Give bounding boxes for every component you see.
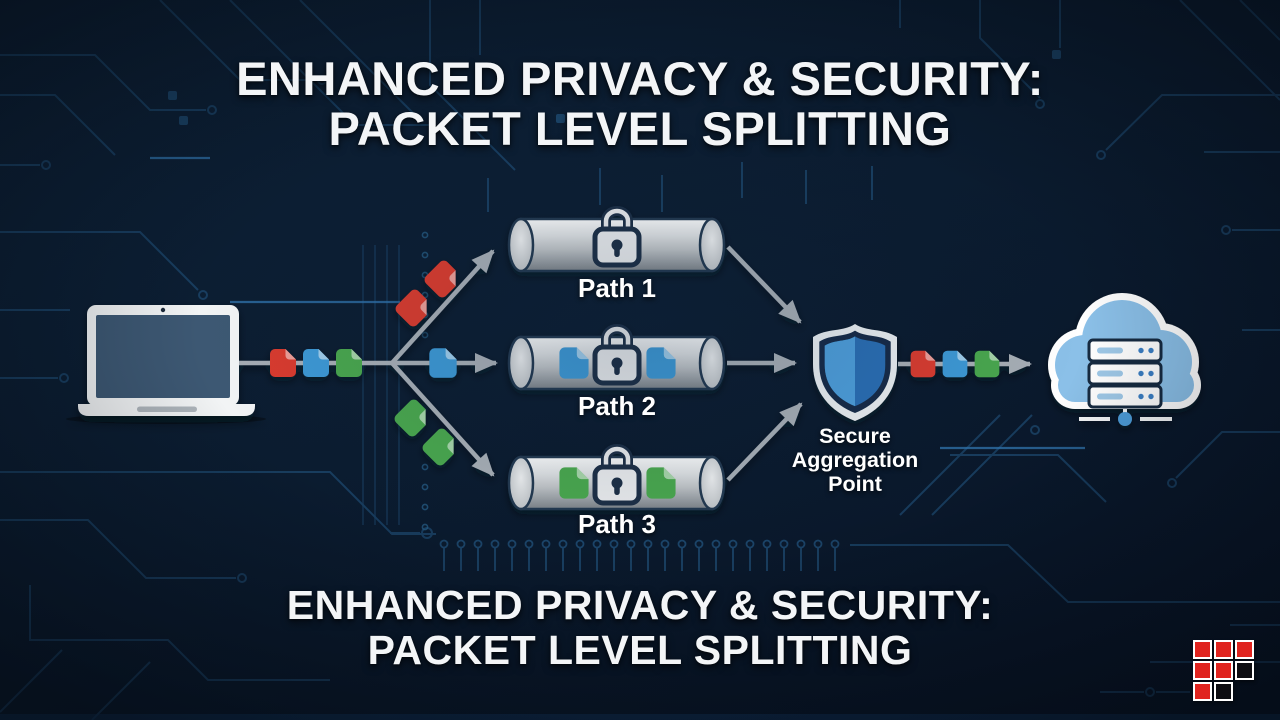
logo-cell: [1193, 661, 1212, 680]
packet-red-icon: [910, 350, 936, 378]
path-2-label: Path 2: [577, 391, 657, 421]
pin-row-pattern: [436, 538, 846, 571]
logo-cell: [1214, 640, 1233, 659]
network-node: [1118, 412, 1132, 426]
logo-cell: [1235, 661, 1254, 680]
packet-green-icon: [336, 349, 362, 377]
logo-cell: [1214, 682, 1233, 701]
logo-cell: [1235, 640, 1254, 659]
logo-cell: [1193, 682, 1212, 701]
packet-blue-icon: [303, 349, 329, 377]
packet-green-icon: [974, 350, 1000, 378]
packet-blue-icon: [429, 348, 457, 378]
cloud-server-icon: [1048, 293, 1201, 426]
brand-logo: [1193, 640, 1254, 701]
bottom-title: ENHANCED PRIVACY & SECURITY: PACKET LEVE…: [0, 583, 1280, 673]
aggregation-label-line1: Secure: [819, 424, 891, 448]
main-title-line2: PACKET LEVEL SPLITTING: [328, 102, 952, 155]
main-title-line1: ENHANCED PRIVACY & SECURITY:: [236, 52, 1044, 105]
path-3-label: Path 3: [577, 509, 657, 539]
bottom-title-line2: PACKET LEVEL SPLITTING: [367, 627, 913, 673]
webcam-dot: [160, 307, 166, 313]
packet-splitting-diagram: [66, 211, 1201, 511]
laptop-icon: [66, 305, 266, 424]
shield-icon: [813, 324, 897, 421]
path-1-label: Path 1: [577, 273, 657, 303]
packet-blue-icon: [942, 350, 968, 378]
aggregation-label-line2: Aggregation: [791, 448, 919, 472]
server-rack: [1087, 338, 1163, 409]
path1-to-shield-arrow: [726, 245, 802, 324]
aggregation-point-label: Secure Aggregation Point: [765, 424, 945, 496]
laptop-slot: [137, 406, 197, 412]
packet-red-icon: [270, 349, 296, 377]
bottom-title-line1: ENHANCED PRIVACY & SECURITY:: [286, 582, 994, 628]
logo-cell: [1214, 661, 1233, 680]
aggregation-label-line3: Point: [828, 472, 882, 496]
logo-cell: [1193, 640, 1212, 659]
main-title: ENHANCED PRIVACY & SECURITY: PACKET LEVE…: [0, 54, 1280, 154]
